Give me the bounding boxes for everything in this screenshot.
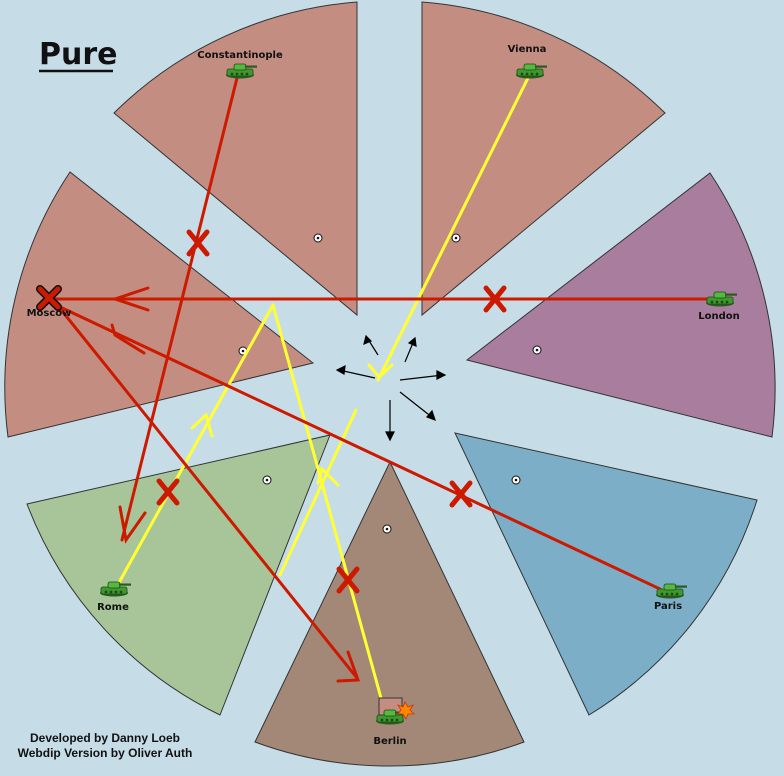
- label-vienna: Vienna: [508, 44, 547, 55]
- label-london: London: [698, 311, 740, 322]
- center-arrows: [335, 334, 447, 442]
- province-berlin[interactable]: [254, 460, 525, 767]
- map-title: Pure: [39, 37, 118, 72]
- explosion-icon: [397, 701, 415, 720]
- label-paris: Paris: [654, 601, 682, 612]
- province-vienna[interactable]: [421, 1, 666, 317]
- move-orders: [48, 72, 720, 683]
- destroyed-unit-icon: [36, 285, 62, 311]
- label-moscow: Moscow: [27, 308, 72, 319]
- support-orders: [114, 76, 530, 700]
- label-rome: Rome: [97, 602, 129, 613]
- province-constantinople[interactable]: [113, 1, 358, 317]
- province-paris[interactable]: [454, 432, 758, 716]
- credit-line-2: Webdip Version by Oliver Auth: [18, 746, 193, 760]
- label-constantinople: Constantinople: [197, 50, 283, 61]
- label-berlin: Berlin: [373, 736, 406, 747]
- province-rome[interactable]: [26, 434, 331, 716]
- credit-line-1: Developed by Danny Loeb: [30, 731, 180, 745]
- province-london[interactable]: [465, 172, 776, 438]
